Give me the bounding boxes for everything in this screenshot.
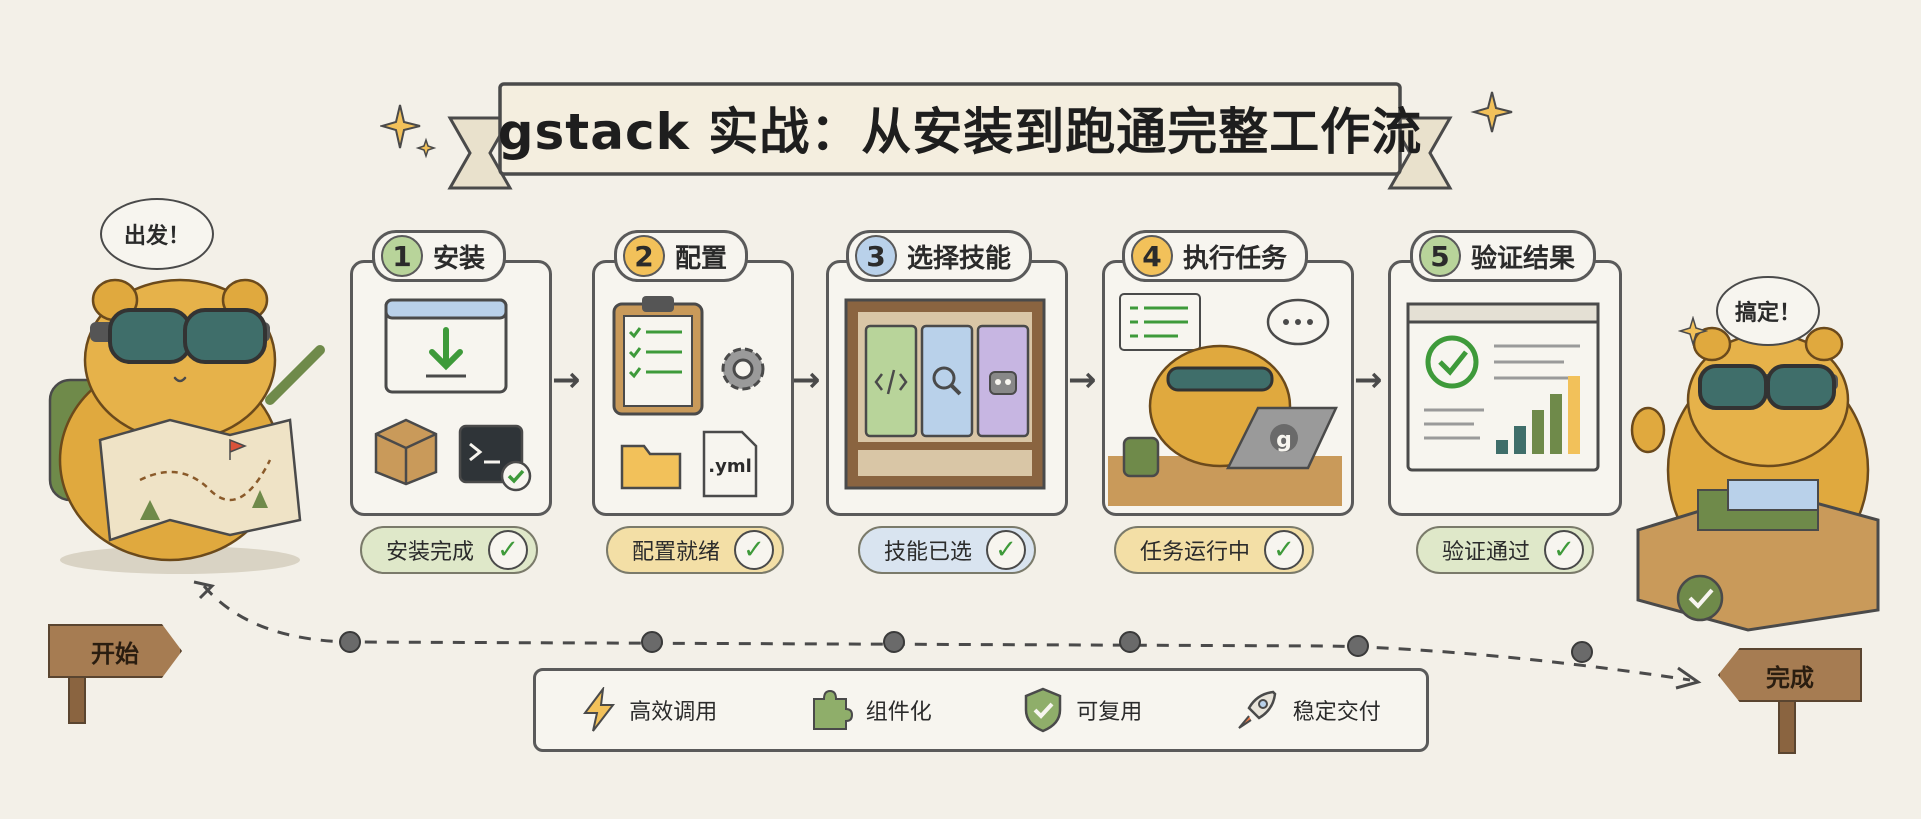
package-box-icon	[374, 418, 438, 486]
step-3-label: 3 选择技能	[846, 230, 1033, 282]
check-icon: ✓	[1544, 530, 1585, 570]
yml-file-label: .yml	[708, 456, 752, 477]
end-sign: 完成	[1718, 648, 1862, 702]
step-3-status-label: 技能已选	[884, 540, 973, 565]
arrow-right-icon: →	[552, 360, 581, 400]
check-icon: ✓	[734, 530, 775, 570]
feature-item: 组件化	[808, 687, 932, 733]
sparkle-icon	[1678, 316, 1708, 346]
arrow-right-icon: →	[1068, 360, 1097, 400]
feature-label: 可复用	[1076, 700, 1143, 725]
step-1-label: 1 安装	[372, 230, 507, 282]
explorer-hamster-illustration	[48, 278, 325, 574]
feature-item: 可复用	[1022, 686, 1142, 734]
lightning-icon	[583, 687, 616, 732]
shield-check-icon	[1024, 687, 1062, 733]
step-3-status: 技能已选 ✓	[858, 526, 1037, 574]
step-1-status: 安装完成 ✓	[360, 526, 539, 574]
step-5-number: 5	[1419, 235, 1461, 277]
check-icon: ✓	[986, 530, 1027, 570]
sparkle-right-icon	[1470, 91, 1513, 133]
step-4-label: 4 执行任务	[1122, 230, 1309, 282]
check-icon: ✓	[488, 530, 529, 570]
skill-shelf-illustration	[844, 298, 1046, 490]
start-speech-bubble: 出发！	[100, 198, 214, 270]
check-icon: ✓	[1264, 530, 1305, 570]
step-4-title: 执行任务	[1183, 243, 1288, 274]
puzzle-icon	[812, 689, 853, 730]
step-2-status-label: 配置就绪	[632, 540, 721, 565]
yml-file-icon	[702, 430, 758, 498]
feature-label: 稳定交付	[1292, 700, 1381, 725]
step-5-label: 5 验证结果	[1410, 230, 1597, 282]
step-1-title: 安装	[433, 243, 486, 274]
working-hamster-illustration	[1108, 293, 1342, 506]
step-2-status: 配置就绪 ✓	[606, 526, 785, 574]
step-4-status: 任务运行中 ✓	[1114, 526, 1315, 574]
page-title: gstack 实战：从安装到跑通完整工作流	[497, 103, 1423, 161]
step-1-status-label: 安装完成	[386, 540, 475, 565]
step-4-status-label: 任务运行中	[1140, 540, 1251, 565]
verification-dashboard-icon	[1406, 302, 1600, 472]
feature-label: 组件化	[865, 700, 932, 725]
arrow-right-icon: →	[792, 360, 821, 400]
end-speech-bubble: 搞定！	[1716, 276, 1820, 346]
step-5-title: 验证结果	[1471, 243, 1576, 274]
rocket-icon	[1237, 690, 1277, 729]
laptop-logo: g	[1276, 428, 1292, 453]
step-2-title: 配置	[675, 243, 728, 274]
step-2-number: 2	[623, 235, 665, 277]
journey-dashed-path	[193, 580, 1702, 690]
title-banner	[447, 82, 1453, 190]
sparkle-left-icon	[380, 104, 437, 159]
step-5-status: 验证通过 ✓	[1416, 526, 1595, 574]
celebrating-hamster-illustration	[1630, 326, 1880, 632]
step-5-status-label: 验证通过	[1442, 540, 1531, 565]
start-sign: 开始	[48, 624, 182, 678]
terminal-icon	[458, 424, 532, 492]
feature-item: 稳定交付	[1233, 686, 1381, 734]
step-3-number: 3	[855, 235, 897, 277]
feature-label: 高效调用	[629, 700, 718, 725]
step-4-number: 4	[1131, 235, 1173, 277]
step-1-number: 1	[381, 235, 423, 277]
clipboard-checklist-icon	[612, 296, 704, 416]
arrow-right-icon: →	[1354, 360, 1383, 400]
folder-icon	[620, 444, 682, 490]
step-2-label: 2 配置	[614, 230, 749, 282]
step-3-title: 选择技能	[907, 243, 1012, 274]
download-window-icon	[384, 298, 508, 394]
feature-bar: 高效调用 组件化 可复用 稳定交付	[533, 668, 1429, 752]
feature-item: 高效调用	[581, 687, 717, 733]
gear-icon	[721, 347, 765, 391]
